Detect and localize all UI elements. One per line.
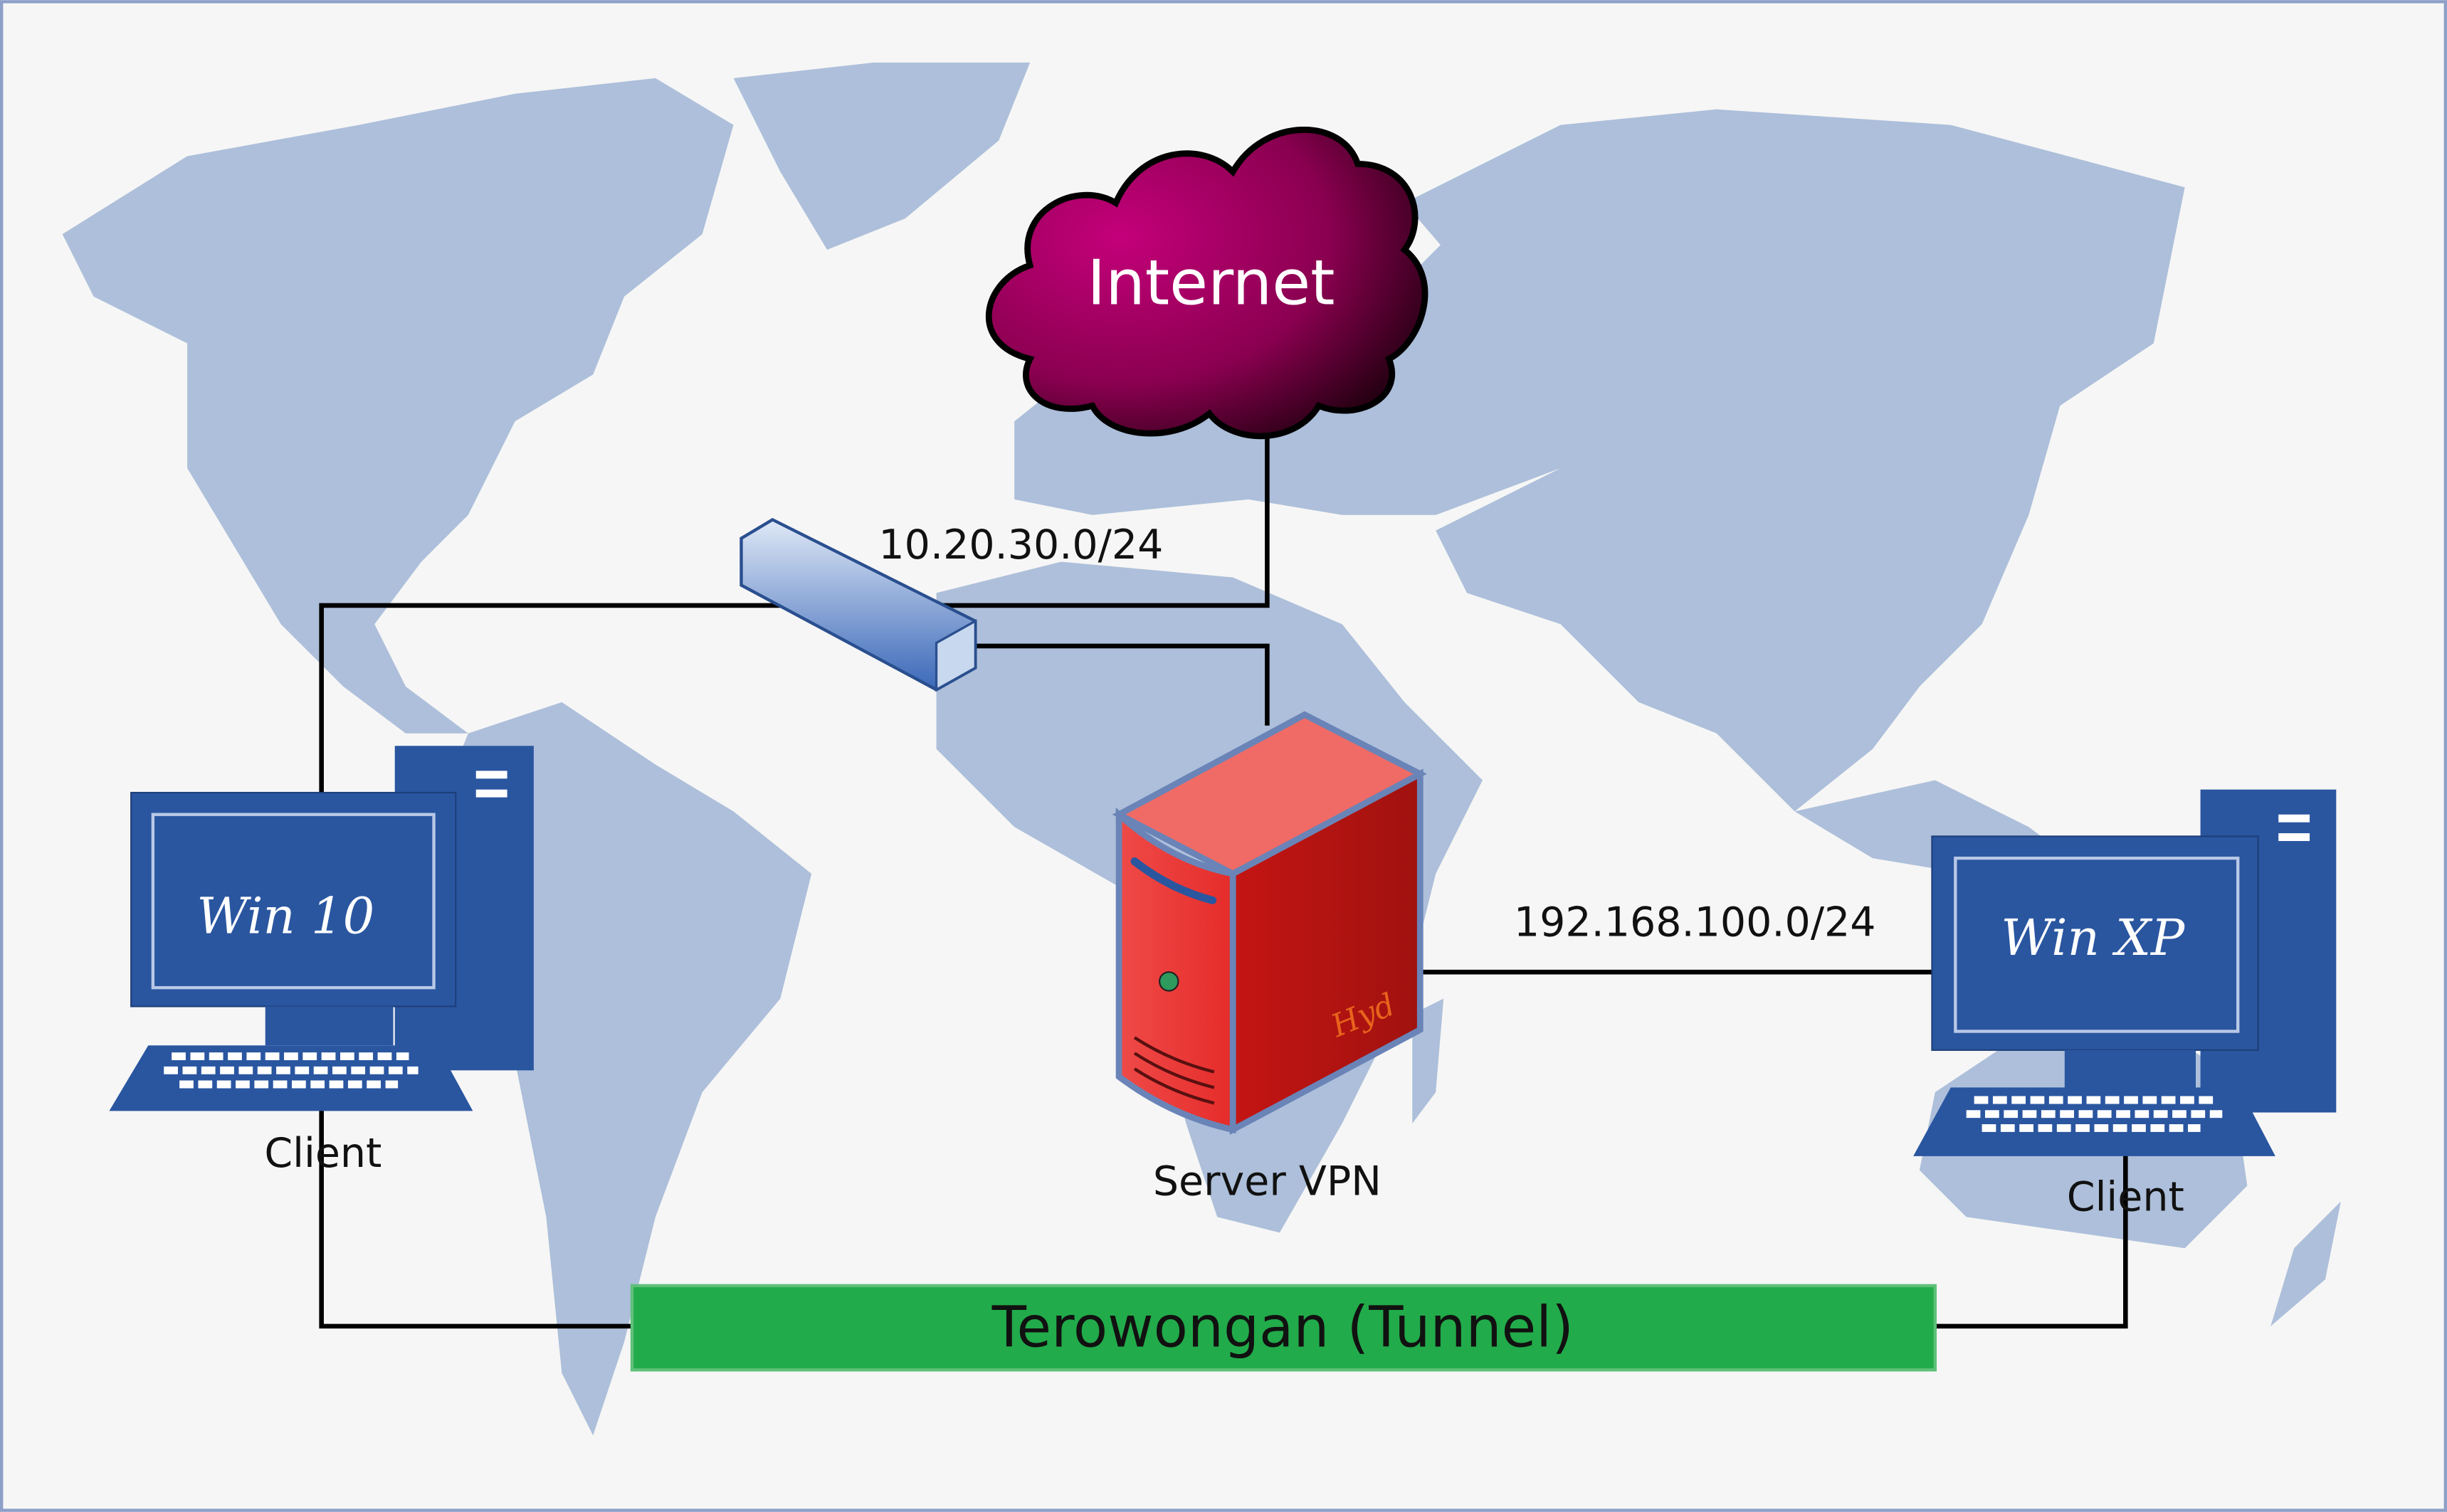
cloud-icon xyxy=(986,127,1428,440)
server-vent xyxy=(1133,1036,1215,1105)
tunnel-label: Terowongan (Tunnel) xyxy=(991,1294,1574,1360)
asia xyxy=(1404,109,2185,812)
tower-slot xyxy=(475,789,507,798)
new-zealand xyxy=(2270,1201,2341,1326)
tower-slot xyxy=(2278,814,2310,823)
lan-network-label: 192.168.100.0/24 xyxy=(1514,899,1876,946)
server-drive-slot xyxy=(1130,857,1217,904)
monitor-screen xyxy=(1954,856,2240,1033)
greenland xyxy=(733,62,1031,250)
keyboard-icon xyxy=(1913,1087,2275,1156)
switch-port-face xyxy=(935,619,977,692)
server-label: Server VPN xyxy=(1153,1158,1382,1205)
tower-slot xyxy=(475,771,507,779)
monitor-screen xyxy=(151,813,436,990)
keyboard-keys xyxy=(1966,1096,2223,1132)
screen-os-label: Win XP xyxy=(2001,909,2186,967)
screen-os-label: Win 10 xyxy=(196,887,374,945)
client-win10[interactable]: Win 10 Client xyxy=(109,746,534,1177)
tunnel-link-left xyxy=(319,1077,640,1329)
switch-network-label: 10.20.30.0/24 xyxy=(878,522,1163,569)
client-label: Client xyxy=(2067,1174,2184,1221)
internet-cloud[interactable]: Internet xyxy=(986,127,1428,440)
server-front xyxy=(1115,807,1236,1134)
server-power-led xyxy=(1159,971,1179,992)
internet-label: Internet xyxy=(1087,247,1335,319)
tunnel-bar xyxy=(630,1284,1937,1372)
keyboard-icon xyxy=(109,1045,473,1111)
monitor-stand xyxy=(265,1006,394,1046)
keyboard-keys xyxy=(164,1052,419,1089)
client-winxp[interactable]: 192.168.100.0/24 Win XP Client xyxy=(1514,789,2337,1221)
vpn-server[interactable]: Hyd Server VPN xyxy=(1112,711,1427,1205)
north-america xyxy=(62,78,734,734)
monitor-stand xyxy=(2064,1050,2196,1089)
link-switch-to-server xyxy=(967,643,1270,726)
vpn-tunnel[interactable]: Terowongan (Tunnel) xyxy=(630,1284,1937,1372)
client-label: Client xyxy=(264,1130,381,1177)
network-switch[interactable]: 10.20.30.0/24 xyxy=(740,517,1163,692)
tower-slot xyxy=(2278,833,2310,841)
